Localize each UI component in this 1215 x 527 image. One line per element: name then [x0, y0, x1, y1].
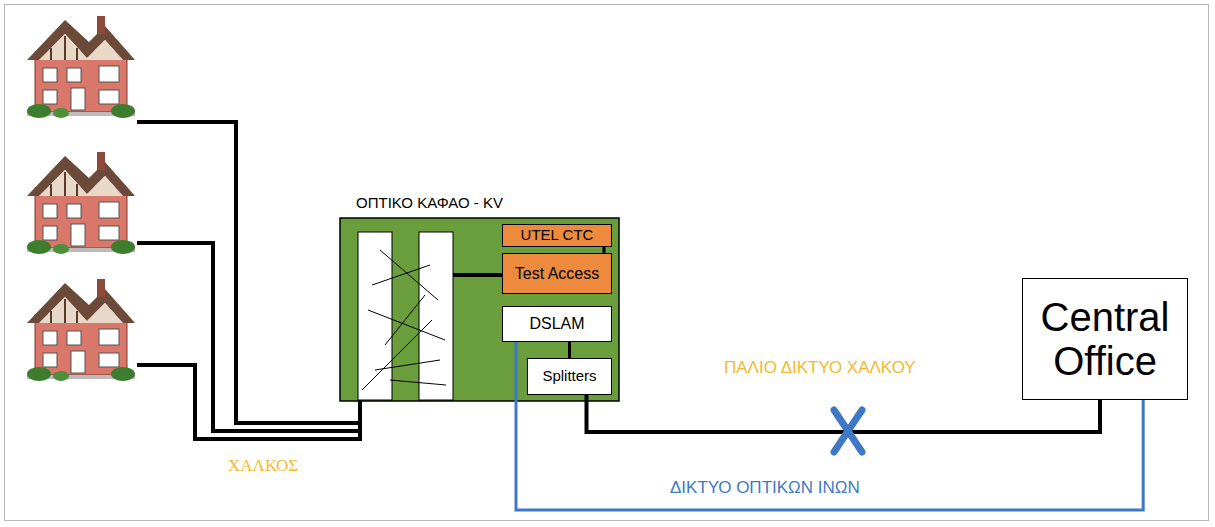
jumper-wires: [362, 250, 446, 390]
test-access-box: Test Access: [502, 253, 612, 294]
cabinet-title: ΟΠΤΙΚΟ ΚΑΦΑΟ - KV: [356, 194, 503, 211]
copper-wires: [137, 122, 360, 441]
network-label: ΔΙΚΤΥΟ ΟΠΤΙΚΩΝ ΙΝΩΝ: [668, 478, 862, 498]
box-label: UTEL CTC: [521, 227, 594, 244]
central-office-box: Central Office: [1022, 278, 1188, 400]
cabinet-body: [340, 218, 619, 401]
box-label: Central Office: [1027, 295, 1183, 383]
house-icon: [27, 279, 135, 381]
splitters-box: Splitters: [527, 358, 612, 395]
box-label: DSLAM: [529, 315, 584, 333]
frame-link: [453, 273, 502, 277]
box-label: Test Access: [515, 265, 599, 283]
house-icon: [27, 152, 135, 254]
distribution-frame: [358, 232, 392, 400]
cut-x: [834, 410, 862, 452]
dslam-box: DSLAM: [502, 306, 612, 342]
box-label: Splitters: [542, 368, 596, 385]
house-icon: [27, 16, 135, 118]
link-line: [568, 342, 571, 358]
copper-label: ΧΑΛΚΟΣ: [228, 456, 298, 476]
cabinet: ΟΠΤΙΚΟ ΚΑΦΑΟ - KV UTEL CTC Test AccessDSLA…: [340, 190, 619, 401]
utel-box: UTEL CTC: [502, 224, 612, 247]
network-label: ΠΑΛΙΟ ΔΙΚΤΥΟ ΧΑΛΚΟΥ: [722, 358, 918, 378]
distribution-frame: [419, 232, 453, 400]
